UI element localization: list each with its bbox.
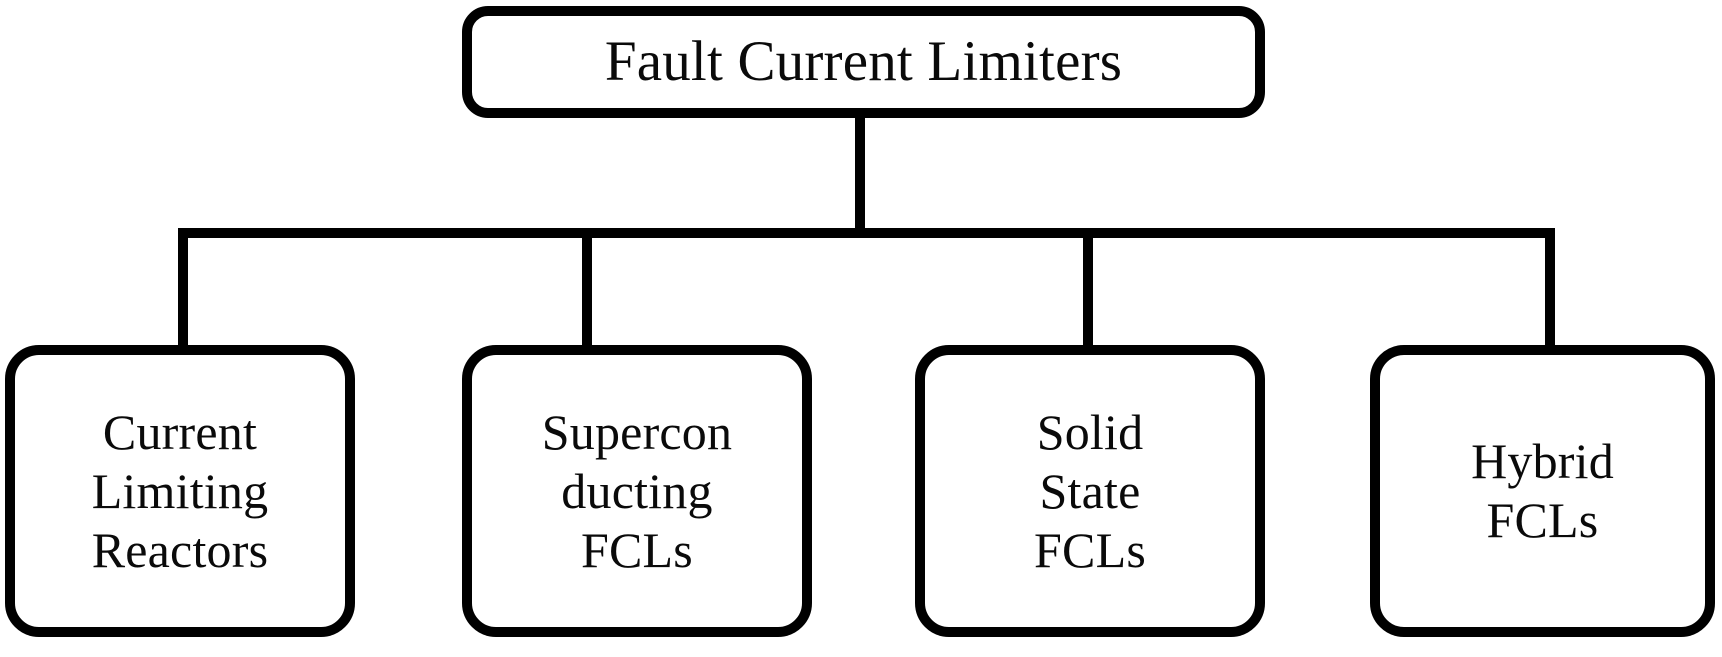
connector-drop-solid-state-fcls [1083,232,1093,350]
connector-drop-superconducting-fcls [582,232,592,350]
node-root-fault-current-limiters: Fault Current Limiters [462,6,1265,118]
node-current-limiting-reactors: Current Limiting Reactors [5,345,355,637]
node-hybrid-fcls-label: Hybrid FCLs [1471,433,1614,548]
connector-drop-current-limiting-reactors [178,232,188,350]
node-root-label: Fault Current Limiters [604,30,1123,94]
connector-horizontal-bus [178,228,1555,238]
node-solid-state-fcls: Solid State FCLs [915,345,1265,637]
node-hybrid-fcls: Hybrid FCLs [1370,345,1715,637]
node-solid-state-fcls-label: Solid State FCLs [1034,403,1146,578]
node-superconducting-fcls-label: Supercon ducting FCLs [541,403,733,578]
connector-drop-hybrid-fcls [1545,232,1555,350]
node-superconducting-fcls: Supercon ducting FCLs [462,345,812,637]
node-current-limiting-reactors-label: Current Limiting Reactors [91,403,269,578]
connector-root-stem [855,112,865,238]
